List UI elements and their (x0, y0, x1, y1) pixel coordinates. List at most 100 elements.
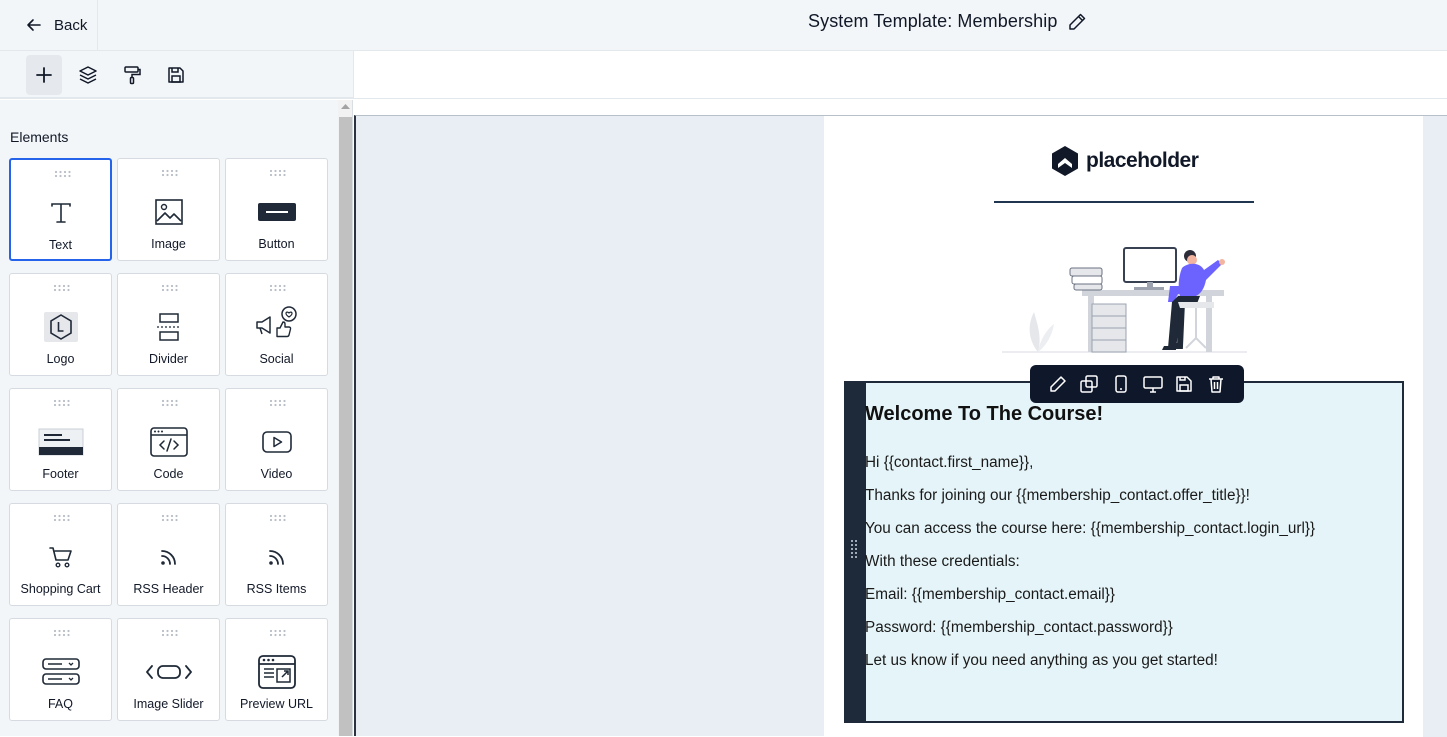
email-line-thanks: Thanks for joining our {{membership_cont… (865, 487, 1250, 504)
layers-tab[interactable] (70, 55, 106, 95)
canvas-toolbar (354, 51, 1447, 99)
element-logo[interactable]: Logo (9, 273, 112, 376)
back-button[interactable]: Back (0, 0, 98, 50)
element-label: RSS Items (246, 582, 307, 596)
duplicate-icon (1080, 375, 1099, 393)
drag-handle-icon (53, 284, 70, 292)
element-label: Code (153, 467, 184, 481)
text-block-selected[interactable]: Welcome To The Course! Hi {{contact.firs… (844, 381, 1404, 723)
element-label: Image (151, 237, 186, 251)
edit-icon (1050, 376, 1066, 392)
element-label: RSS Header (133, 582, 204, 596)
email-canvas: placeholder (354, 115, 1447, 737)
element-rss-items[interactable]: RSS Items (225, 503, 328, 606)
drag-handle-icon (53, 514, 70, 522)
email-line-password: Password: {{membership_contact.password}… (865, 619, 1173, 636)
mobile-icon (1115, 375, 1127, 393)
element-label: FAQ (47, 697, 73, 711)
element-footer[interactable]: Footer (9, 388, 112, 491)
paint-roller-icon (124, 66, 141, 85)
element-video[interactable]: Video (225, 388, 328, 491)
element-image-slider[interactable]: Image Slider (117, 618, 220, 721)
placeholder-logo-icon (1052, 146, 1078, 176)
code-icon (149, 427, 188, 457)
email-divider[interactable] (994, 201, 1254, 203)
page-title: System Template: Membership (808, 11, 1058, 31)
email-heading: Welcome To The Course! (865, 403, 1104, 425)
block-mobile-button[interactable] (1109, 372, 1133, 396)
drag-handle-icon (54, 170, 71, 178)
scroll-up-arrow-icon[interactable] (341, 103, 350, 110)
elements-heading: Elements (10, 129, 69, 145)
footer-icon (38, 428, 83, 456)
image-slider-icon (145, 665, 192, 679)
element-label: Footer (42, 467, 79, 481)
drag-handle-icon (161, 399, 178, 407)
saved-tab[interactable] (158, 55, 194, 95)
drag-handle-icon (53, 629, 70, 637)
preview-url-icon (257, 655, 296, 689)
social-icon (255, 306, 297, 338)
block-drag-handle[interactable] (844, 381, 866, 723)
element-text[interactable]: Text (9, 158, 112, 261)
drag-handle-icon (269, 629, 286, 637)
element-preview-url[interactable]: Preview URL (225, 618, 328, 721)
element-divider[interactable]: Divider (117, 273, 220, 376)
drag-handle-icon (161, 284, 178, 292)
styles-tab[interactable] (114, 55, 150, 95)
save-icon (1176, 376, 1193, 392)
drag-handle-icon (269, 284, 286, 292)
workspace-illustration[interactable] (1002, 240, 1247, 356)
rss-icon (160, 550, 176, 565)
block-duplicate-button[interactable] (1077, 372, 1101, 396)
element-shopping-cart[interactable]: Shopping Cart (9, 503, 112, 606)
element-image[interactable]: Image (117, 158, 220, 261)
element-label: Shopping Cart (20, 582, 101, 596)
block-edit-button[interactable] (1046, 372, 1070, 396)
elements-sidebar: Elements Text Image Button Logo Divider (0, 100, 338, 736)
page-title-wrap: System Template: Membership (808, 11, 1087, 32)
drag-handle-icon (161, 169, 178, 177)
element-label: Divider (149, 352, 188, 366)
save-icon (168, 67, 184, 83)
email-line-access: You can access the course here: {{member… (865, 520, 1316, 537)
block-toolbar (1030, 365, 1244, 403)
rss-icon (268, 550, 284, 565)
sidebar-toolbar (0, 51, 354, 99)
element-label: Button (258, 237, 295, 251)
element-rss-header[interactable]: RSS Header (117, 503, 220, 606)
video-icon (261, 431, 292, 453)
top-bar: Back System Template: Membership (0, 0, 1447, 51)
email-body: placeholder (824, 116, 1424, 737)
element-label: Logo (46, 352, 75, 366)
block-desktop-button[interactable] (1141, 372, 1165, 396)
element-label: Video (260, 467, 293, 481)
block-delete-button[interactable] (1204, 372, 1228, 396)
scrollbar-thumb[interactable] (339, 117, 352, 736)
desktop-icon (1143, 376, 1163, 393)
element-faq[interactable]: FAQ (9, 618, 112, 721)
sidebar-scrollbar[interactable] (338, 100, 353, 736)
text-icon (50, 203, 71, 223)
element-label: Social (259, 352, 294, 366)
plus-icon (36, 67, 52, 83)
email-line-email: Email: {{membership_contact.email}} (865, 586, 1115, 603)
block-save-button[interactable] (1172, 372, 1196, 396)
drag-grip-icon (851, 540, 857, 558)
email-line-greeting: Hi {{contact.first_name}}, (865, 454, 1034, 471)
element-code[interactable]: Code (117, 388, 220, 491)
faq-icon (41, 658, 80, 685)
arrow-left-icon (27, 19, 41, 31)
logo-text: placeholder (1086, 149, 1199, 172)
canvas-right-margin (1423, 116, 1447, 737)
drag-handle-icon (161, 514, 178, 522)
element-social[interactable]: Social (225, 273, 328, 376)
text-block-content[interactable]: Welcome To The Course! Hi {{contact.firs… (865, 403, 1392, 677)
element-button[interactable]: Button (225, 158, 328, 261)
layers-icon (79, 66, 97, 84)
email-logo[interactable]: placeholder (1048, 144, 1199, 178)
add-elements-tab[interactable] (26, 55, 62, 95)
element-label: Text (49, 238, 72, 252)
divider-icon (156, 313, 181, 341)
edit-title-icon[interactable] (1067, 12, 1087, 32)
